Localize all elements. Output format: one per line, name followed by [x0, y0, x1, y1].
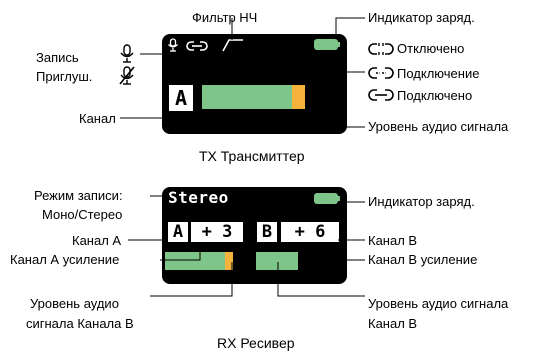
leader-rx-level-a — [150, 262, 233, 297]
rx-mode-label-line1: Режим записи: — [34, 188, 123, 203]
rx-level-b-left-line2: сигнала Канала В — [26, 316, 134, 331]
leader-rx-level-b — [277, 262, 365, 297]
microphone-icon — [120, 44, 134, 63]
low-pass-filter-icon — [222, 39, 243, 52]
record-label: Запись — [36, 50, 79, 65]
rx-caption: RX Ресивер — [217, 335, 295, 351]
rx-level-b-right-line2: Канал В — [368, 316, 418, 331]
rx-gain-b-box: + 6 — [279, 220, 341, 244]
mute-label: Приглуш. — [36, 69, 93, 84]
rx-level-meter-b — [256, 252, 298, 270]
tx-battery-label: Индикатор заряд. — [368, 10, 475, 25]
leader-audio-level — [221, 112, 365, 128]
lpf-label: Фильтр НЧ — [192, 10, 258, 25]
rx-channel-b-label: Канал B — [368, 233, 418, 248]
battery-icon — [314, 193, 340, 204]
link-broken-icon — [368, 43, 394, 55]
leader-rx-gain-a — [160, 242, 201, 261]
microphone-muted-icon — [119, 66, 135, 85]
tx-level-meter — [202, 85, 305, 109]
leader-tx-battery — [335, 17, 365, 34]
audio-level-label: Уровень аудио сигнала — [368, 119, 509, 134]
battery-icon — [314, 39, 340, 50]
tx-channel-box: A — [167, 83, 195, 113]
rx-level-meter-a — [165, 252, 225, 270]
channel-label: Канал — [79, 111, 116, 126]
rx-channel-a-gain-label: Канал А усиление — [10, 252, 120, 267]
link-connected-icon — [368, 89, 394, 101]
microphone-icon — [168, 38, 178, 52]
rx-battery-label: Индикатор заряд. — [368, 194, 475, 209]
leader-rx-gain-b — [303, 242, 365, 261]
connecting-label: Подключение — [397, 66, 480, 81]
rx-level-b-left-line1: Уровень аудио — [30, 296, 119, 311]
rx-mode-value: Stereo — [168, 188, 229, 207]
rx-mode-label-line2: Моно/Стерео — [42, 207, 123, 222]
rx-channel-b-gain-label: Канал B усиление — [368, 252, 478, 267]
rx-level-b-right-line1: Уровень аудио сигнала — [368, 296, 509, 311]
disconnected-label: Отключено — [397, 41, 465, 56]
rx-level-meter-a-peak — [225, 252, 233, 270]
leader-connection — [214, 58, 365, 73]
rx-gain-a-box: + 3 — [189, 220, 245, 244]
rx-channel-b-box: B — [255, 220, 279, 244]
tx-caption: TX Трансмиттер — [199, 148, 305, 164]
link-connected-icon — [186, 41, 208, 51]
rx-channel-a-label: Канал А — [72, 233, 122, 248]
link-connecting-icon — [368, 67, 394, 79]
tx-level-peak — [292, 85, 305, 109]
connected-label: Подключено — [397, 88, 473, 103]
